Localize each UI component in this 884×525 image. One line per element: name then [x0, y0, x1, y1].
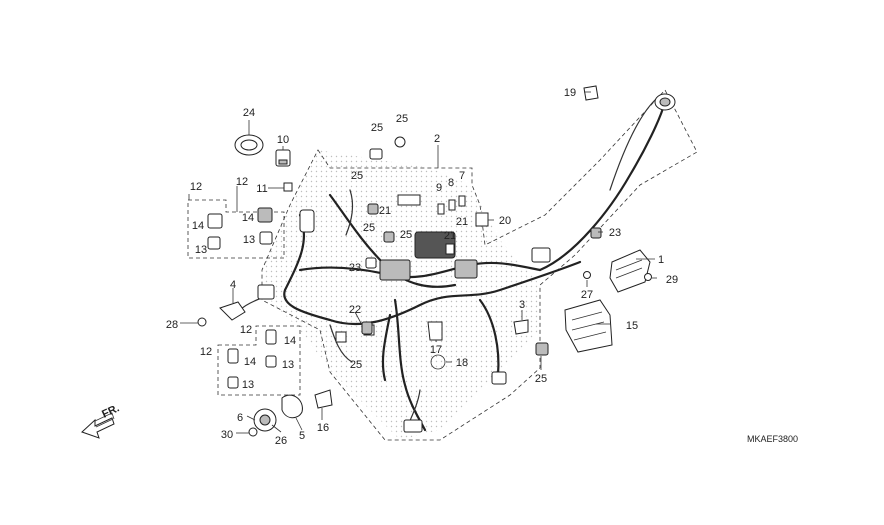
part-clip-23-right: [590, 227, 602, 239]
callout-8: 8: [448, 177, 454, 189]
group-outline-left-upper: [187, 199, 285, 259]
callout-7: 7: [459, 170, 465, 182]
callout-1: 1: [658, 254, 664, 266]
diagram-code: MKAEF3800: [747, 434, 798, 444]
callout-6: 6: [237, 412, 243, 424]
callout-15: 15: [626, 320, 638, 332]
harness-outline: [261, 89, 698, 441]
callout-11: 11: [256, 183, 267, 195]
callout-13-b: 13: [243, 234, 255, 246]
callout-labels: 1 2 3 4 5 6 7 8 9 10 11 12 12 12 12 13 1…: [166, 87, 678, 447]
part-bolt-30: [248, 427, 258, 437]
part-cap-24: [234, 134, 264, 156]
part-fuse-11: [283, 182, 293, 192]
harness-region-shading: [262, 150, 540, 440]
callout-30: 30: [221, 429, 233, 441]
part-clip-25-mid: [383, 231, 395, 243]
part-bolt-29: [644, 273, 652, 281]
callout-20: 20: [499, 215, 511, 227]
callout-12-c: 12: [200, 346, 212, 358]
callout-19: 19: [564, 87, 576, 99]
part-relay-10: [275, 149, 291, 167]
callout-4: 4: [230, 279, 236, 291]
part-horn-6: [253, 408, 277, 432]
part-clip-25-top-a: [369, 148, 383, 160]
callout-25-e: 25: [400, 229, 412, 241]
part-bolt-28: [197, 317, 207, 327]
part-control-unit-1: [609, 249, 651, 293]
callout-2: 2: [434, 133, 440, 145]
callout-29: 29: [666, 274, 678, 286]
part-bolt-27: [583, 271, 591, 279]
callout-25-f: 25: [350, 359, 362, 371]
part-clip-19: [583, 85, 599, 101]
callout-13-a: 13: [195, 244, 207, 256]
callout-27: 27: [581, 289, 593, 301]
callout-25-b: 25: [396, 113, 408, 125]
callout-25-g: 25: [535, 373, 547, 385]
callout-18: 18: [456, 357, 468, 369]
part-connectors-left-upper: [207, 207, 273, 250]
callout-14-c: 14: [244, 356, 256, 368]
callout-23-a: 23: [349, 262, 361, 274]
callout-13-d: 13: [282, 359, 294, 371]
callout-24: 24: [243, 107, 255, 119]
part-clip-21-a: [367, 203, 379, 215]
callout-14-a: 14: [192, 220, 204, 232]
callout-25-a: 25: [371, 122, 383, 134]
main-wire-harness: [239, 99, 667, 433]
part-clip-25-lower: [535, 342, 549, 356]
callout-21-c: 21: [444, 230, 456, 242]
part-bracket-16: [314, 389, 333, 409]
callout-28: 28: [166, 319, 178, 331]
part-clip-22: [361, 321, 373, 335]
callout-13-c: 13: [242, 379, 254, 391]
callout-22: 22: [349, 304, 361, 316]
callout-9: 9: [436, 182, 442, 194]
callout-26: 26: [275, 435, 287, 447]
part-clip-20: [475, 212, 489, 227]
part-clip-21-b: [445, 243, 455, 255]
part-clip-25-top-b: [394, 136, 406, 148]
callout-12-b: 12: [236, 176, 248, 188]
callout-25-d: 25: [363, 222, 375, 234]
leader-lines: [180, 91, 657, 434]
callout-25-c: 25: [351, 170, 363, 182]
callout-21-a: 21: [379, 205, 391, 217]
part-clip-17: [427, 321, 443, 341]
callout-12-a: 12: [190, 181, 202, 193]
part-clip-23-mid: [365, 257, 377, 269]
part-fuses-7-8-9: [437, 195, 466, 215]
callout-21-b: 21: [456, 216, 468, 228]
part-bracket-4: [219, 301, 246, 321]
part-connectors-left-lower: [227, 329, 277, 389]
part-module-15: [564, 299, 613, 353]
part-clip-3: [513, 319, 529, 335]
callout-16: 16: [317, 422, 329, 434]
callout-17: 17: [430, 344, 442, 356]
callout-12-d: 12: [240, 324, 252, 336]
callout-14-d: 14: [284, 335, 296, 347]
front-direction-label: FR.: [100, 402, 121, 420]
group-outline-left-lower: [217, 325, 301, 396]
callout-23-b: 23: [609, 227, 621, 239]
part-plug-cap-top: [654, 93, 676, 111]
callout-14-b: 14: [242, 212, 254, 224]
front-direction-arrow-icon: [81, 412, 115, 439]
callout-10: 10: [277, 134, 289, 146]
callout-5: 5: [299, 430, 305, 442]
part-cover-5: [281, 394, 303, 419]
part-band-18: [430, 354, 446, 370]
callout-3: 3: [519, 299, 525, 311]
